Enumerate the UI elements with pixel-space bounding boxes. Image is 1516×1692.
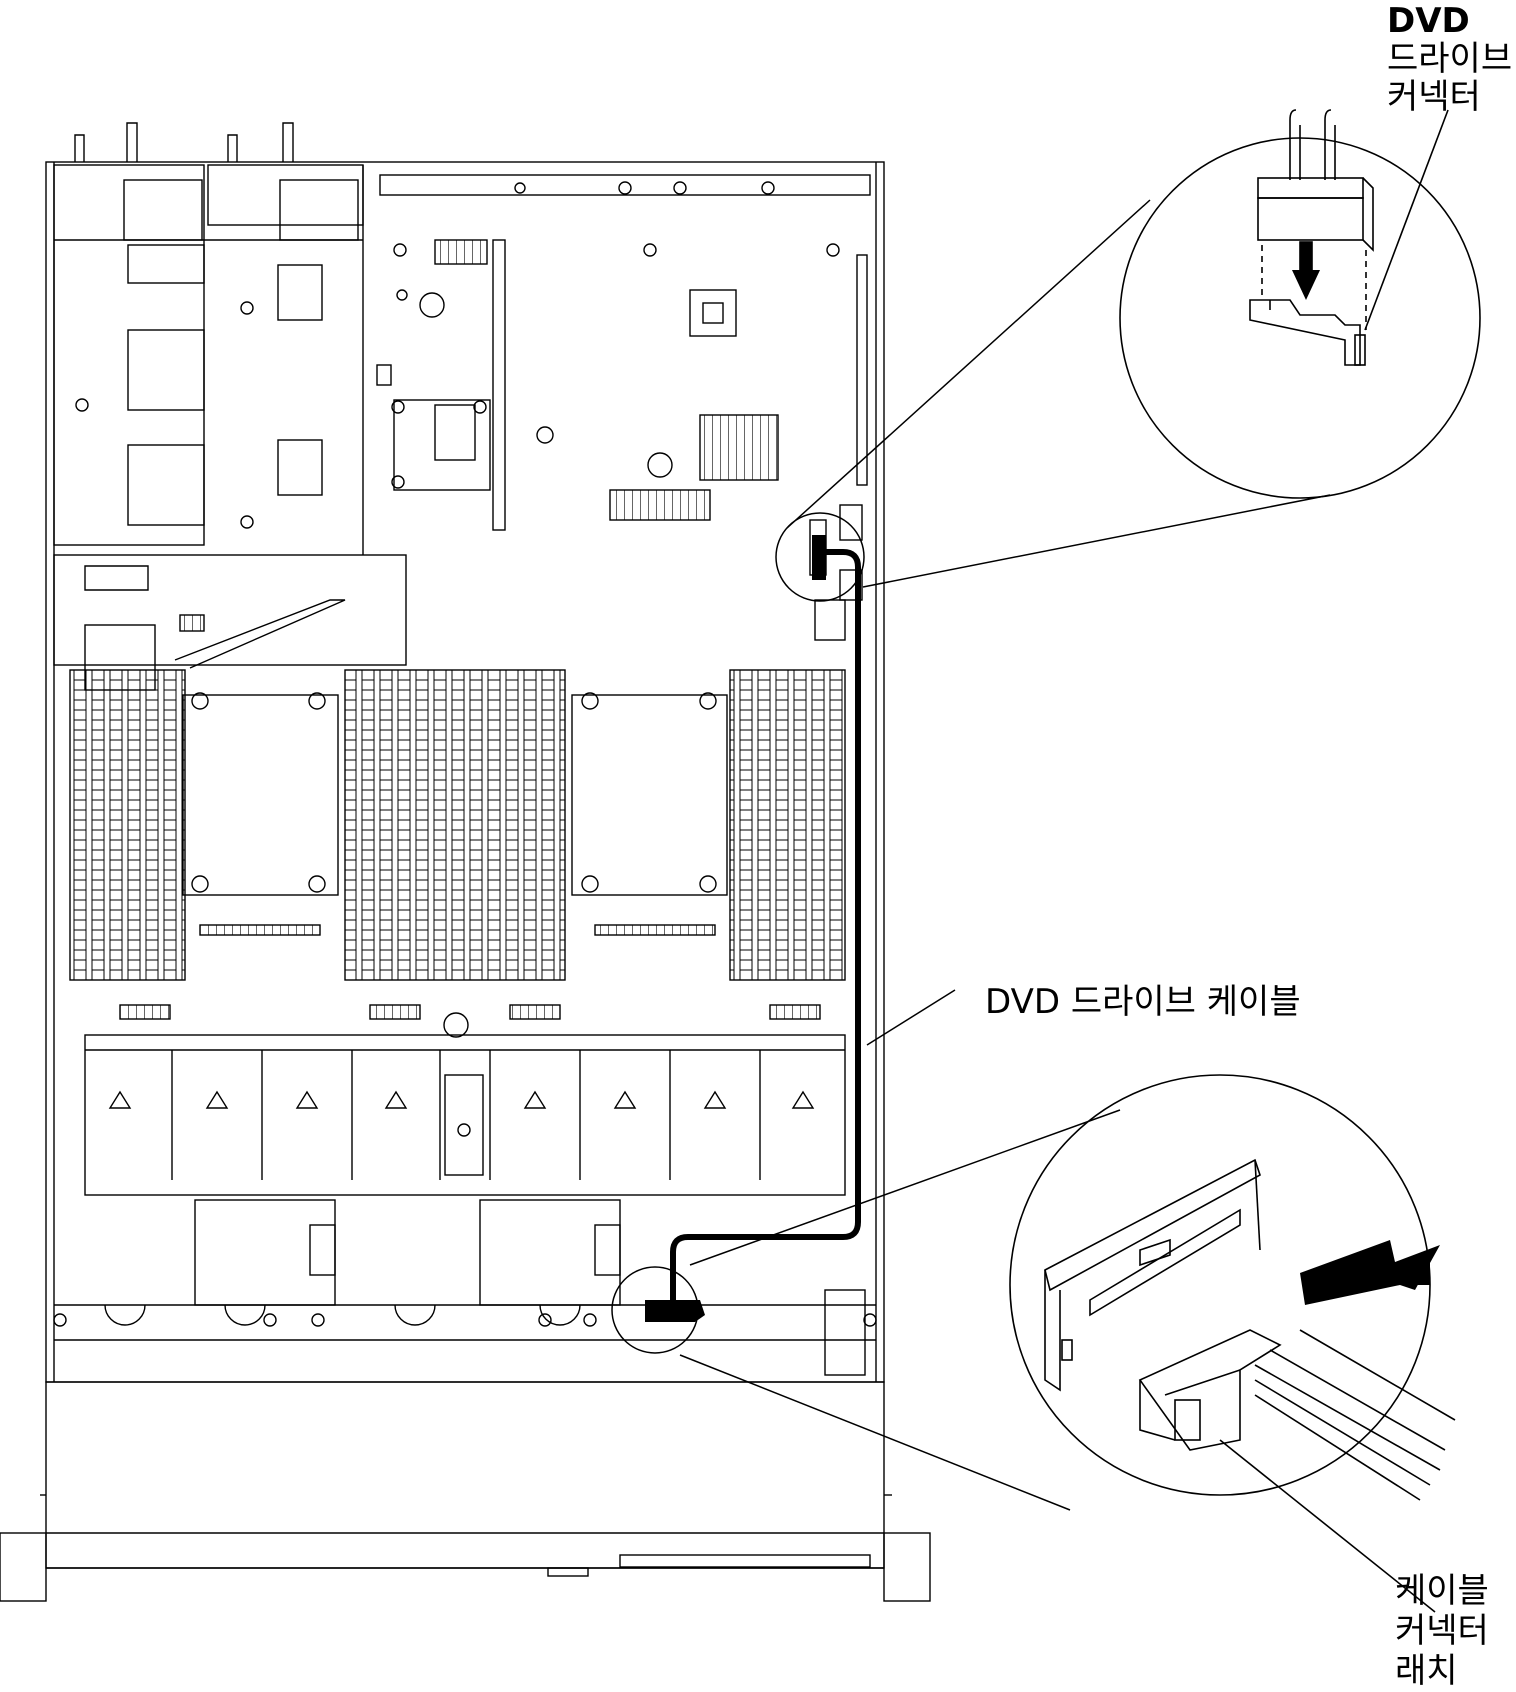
label-cable-latch-line2: 커넥터 (1395, 1611, 1489, 1651)
label-cable-latch-line1: 케이블 (1395, 1571, 1489, 1611)
label-dvd-connector-line3: 커넥터 (1387, 77, 1481, 117)
label-dvd-cable: DVD 드라이브 케이블 (985, 982, 1301, 1022)
cable-latch-detail (1009, 1074, 1456, 1613)
cable-latch-connector (645, 1300, 705, 1322)
label-cable-latch-line3: 래치 (1395, 1651, 1458, 1687)
label-dvd-connector: DVD 드라이브 커넥터 (1387, 1, 1512, 117)
label-dvd-cable-text: DVD 드라이브 케이블 (985, 982, 1301, 1022)
callout-marks (611, 199, 1331, 1511)
dvd-connector-detail (1119, 109, 1481, 499)
label-dvd-connector-line2: 드라이브 (1387, 39, 1512, 79)
insert-arrow-icon (1299, 241, 1313, 273)
label-dvd-connector-line1: DVD (1387, 1, 1470, 41)
dvd-connector-board (812, 535, 826, 580)
server-chassis (0, 122, 931, 1602)
label-cable-latch: 케이블 커넥터 래치 (1395, 1571, 1489, 1691)
pull-arrow-icon (1300, 1240, 1440, 1305)
dvd-drive-cable (645, 535, 861, 1322)
